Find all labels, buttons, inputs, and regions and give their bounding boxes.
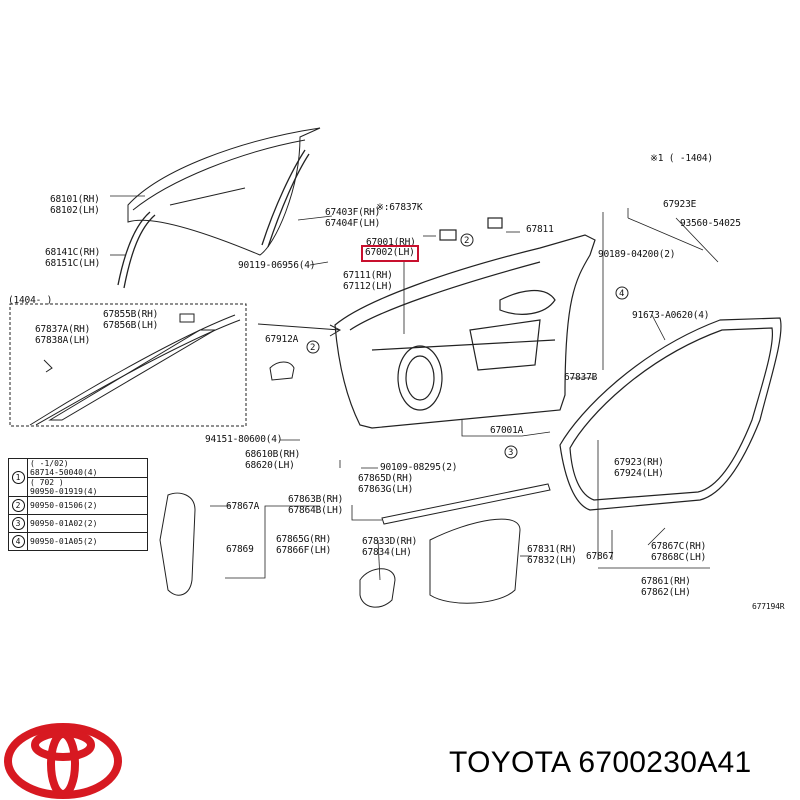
label-94151: 94151-80600(4) — [205, 434, 283, 445]
edge-molding-drawing — [159, 492, 196, 596]
label-90119: 90119-06956(4) — [238, 260, 316, 271]
legend-row-1-part-a: ( -1/02) 68714-50040(4) — [27, 458, 148, 478]
legend-row-3: 3 90950-01A02(2) — [8, 514, 148, 533]
run-channel-drawing — [117, 149, 310, 289]
label-67869: 67869 — [226, 544, 254, 555]
label-67837b: 67837B — [564, 372, 598, 383]
legend-row-1-part-b: ( 702 ) 90950-01919(4) — [27, 477, 148, 497]
leader-lines — [110, 195, 719, 581]
label-67837a: 67837A(RH) 67838A(LH) — [35, 324, 91, 346]
label-67001: 67001(RH) — [366, 237, 416, 248]
label-67923e: 67923E — [663, 199, 697, 210]
label-67867a: 67867A — [226, 501, 260, 512]
callout-circles — [306, 233, 629, 459]
label-68141: 68141C(RH) 68151C(LH) — [45, 247, 101, 269]
label-91673: 91673-A0620(4) — [632, 310, 710, 321]
legend-row-2: 2 90950-01506(2) — [8, 496, 148, 515]
mirror-base-drawing — [269, 361, 295, 381]
label-1404: (1404- ) — [8, 295, 53, 306]
svg-text:2: 2 — [310, 343, 315, 353]
label-67111: 67111(RH) 67112(LH) — [343, 270, 393, 292]
door-glass-drawing — [127, 127, 321, 256]
belt-molding-drawing — [381, 483, 551, 525]
inset-arrow — [257, 323, 342, 337]
legend-row-3-part: 90950-01A02(2) — [27, 514, 148, 533]
label-90109: 90109-08295(2) — [380, 462, 458, 473]
legend-row-1-number: 1 — [8, 458, 28, 497]
label-67837k: ※:67837K — [376, 202, 423, 213]
svg-text:4: 4 — [619, 289, 624, 299]
label-67867c: 67867C(RH) 67868C(LH) — [651, 541, 707, 563]
weatherstrip-drawing — [559, 317, 782, 511]
inset-frame — [9, 303, 247, 427]
svg-text:2: 2 — [464, 236, 469, 246]
label-67811: 67811 — [526, 224, 554, 235]
label-67912: 67912A — [265, 334, 299, 345]
label-67002-highlighted: 67002(LH) — [361, 245, 419, 262]
label-67923: 67923(RH) 67924(LH) — [614, 457, 664, 479]
label-67867: 67867 — [586, 551, 614, 562]
callout-numbers: 2 4 3 2 — [310, 236, 624, 458]
svg-text:3: 3 — [508, 448, 513, 458]
label-93560: 93560-54025 — [680, 218, 741, 229]
legend-row-2-part: 90950-01506(2) — [27, 496, 148, 515]
legend-row-4-part: 90950-01A05(2) — [27, 532, 148, 551]
figure-code: 677194R — [752, 602, 785, 611]
label-note1: ※1 ( -1404) — [650, 153, 713, 164]
part-number-caption: TOYOTA 6700230A41 — [449, 746, 752, 779]
label-67865g: 67865G(RH) 67866F(LH) — [276, 534, 332, 556]
toyota-logo-icon — [4, 723, 122, 799]
legend-row-1: 1 ( -1/02) 68714-50040(4) — [8, 458, 148, 497]
label-67831: 67831(RH) 67832(LH) — [527, 544, 577, 566]
legend-row-4: 4 90950-01A05(2) — [8, 532, 148, 551]
legend-row-1b: ( 702 ) 90950-01919(4) — [9, 477, 148, 497]
label-67855: 67855B(RH) 67856B(LH) — [103, 309, 159, 331]
fastener-legend: 1 ( -1/02) 68714-50040(4) ( 702 ) 90950-… — [8, 458, 148, 568]
label-67833: 67833D(RH) 67834(LH) — [362, 536, 418, 558]
label-67863b: 67863B(RH) 67864B(LH) — [288, 494, 344, 516]
label-67861: 67861(RH) 67862(LH) — [641, 576, 691, 598]
label-67403: 67403F(RH) 67404F(LH) — [325, 207, 381, 229]
label-68610: 68610B(RH) 68620(LH) — [245, 449, 301, 471]
hole-cover-drawing — [429, 518, 521, 604]
label-90189: 90189-04200(2) — [598, 249, 676, 260]
label-68101: 68101(RH) 68102(LH) — [50, 194, 100, 216]
pad-drawing — [359, 568, 396, 608]
door-shell-drawing — [334, 217, 596, 429]
label-67865d: 67865D(RH) 67863G(LH) — [358, 473, 414, 495]
label-67001a: 67001A — [490, 425, 524, 436]
